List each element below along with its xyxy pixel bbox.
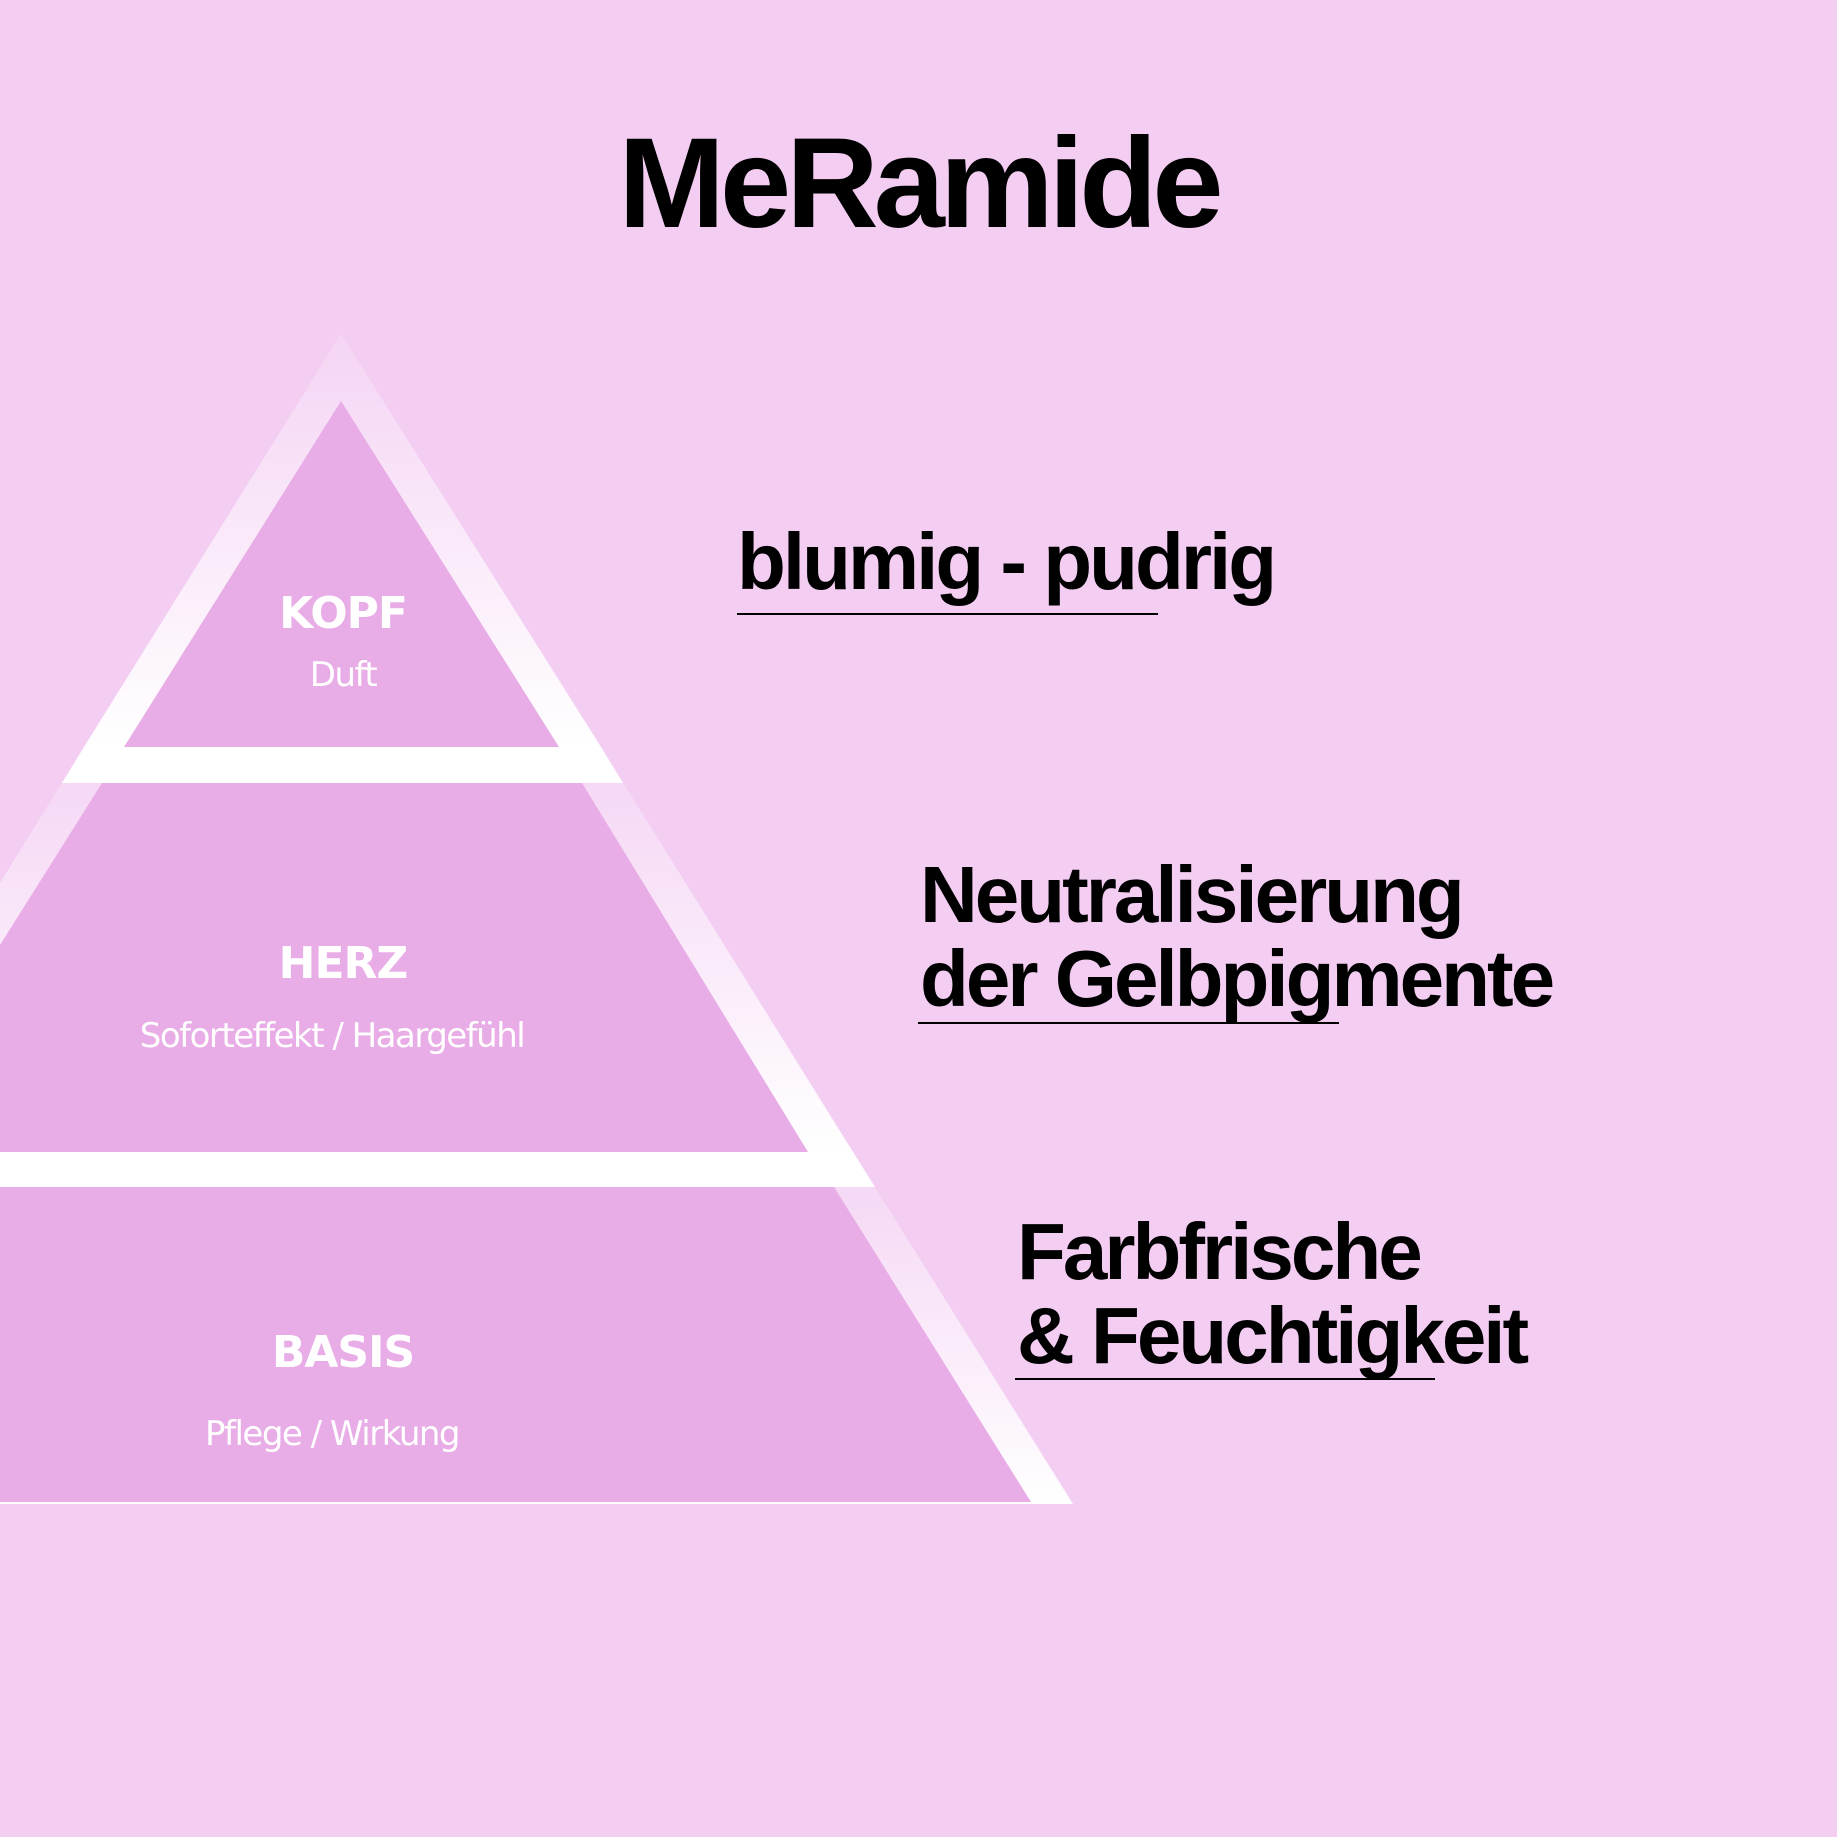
underline xyxy=(737,613,1158,615)
underline xyxy=(1015,1378,1435,1380)
underline xyxy=(918,1022,1339,1024)
note-line: Neutralisierung xyxy=(920,850,1465,939)
tier-label-herz: HERZ xyxy=(278,938,409,989)
tier-sub-kopf: Duft xyxy=(309,655,378,695)
tier-label-kopf: KOPF xyxy=(279,588,408,639)
note-kopf: blumig - pudrig xyxy=(737,517,1277,606)
tier-sub-basis: Pflege / Wirkung xyxy=(204,1414,461,1454)
middle-tier xyxy=(0,783,808,1152)
tier-sub-herz: Soforteffekt / Haargefühl xyxy=(139,1016,526,1056)
top-tier xyxy=(124,401,559,747)
note-line: & Feuchtigkeit xyxy=(1017,1291,1529,1380)
bottom-tier xyxy=(0,1187,1031,1502)
bottom-divider xyxy=(0,1152,875,1187)
note-line: Farbfrische xyxy=(1017,1207,1423,1296)
note-line: der Gelbpigmente xyxy=(920,934,1555,1023)
page-title: MeRamide xyxy=(618,112,1223,255)
top-divider xyxy=(62,747,623,783)
note-line: blumig - pudrig xyxy=(737,517,1277,606)
note-herz: Neutralisierung der Gelbpigmente xyxy=(920,850,1555,1023)
tier-label-basis: BASIS xyxy=(271,1327,415,1378)
note-basis: Farbfrische & Feuchtigkeit xyxy=(1017,1207,1529,1380)
